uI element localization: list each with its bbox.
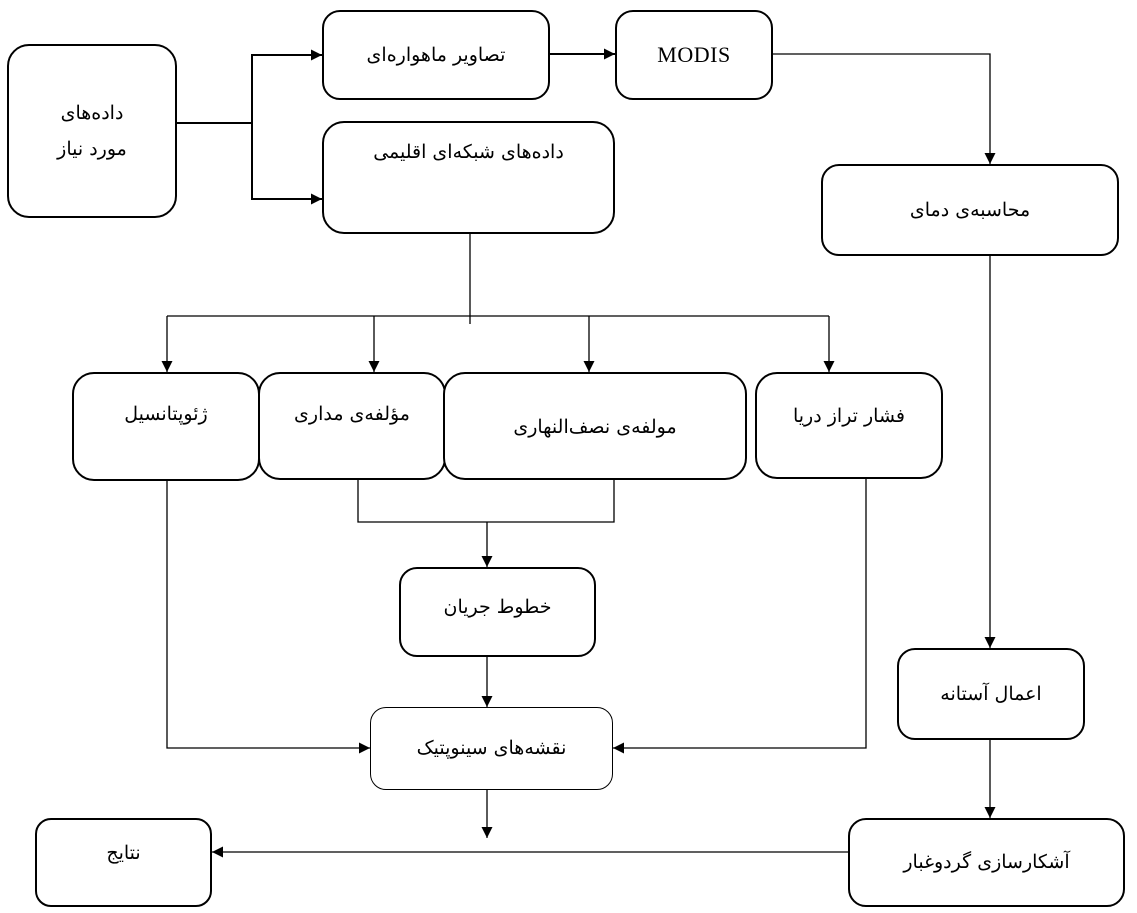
- arrow-to-temperature-calc: [773, 53, 996, 164]
- results-node: نتایج: [35, 818, 212, 907]
- modis-label: MODIS: [657, 42, 731, 68]
- climate-grid-data-node: داده‌های شبکه‌ای اقلیمی: [322, 121, 615, 234]
- meridional-component-label: مولفه‌ی نصف‌النهاری: [513, 415, 677, 438]
- synoptic-maps-node: نقشه‌های سینوپتیک: [370, 707, 613, 790]
- apply-threshold-label: اعمال آستانه: [940, 682, 1042, 705]
- synoptic-maps-label: نقشه‌های سینوپتیک: [416, 737, 567, 760]
- dust-detection-label: آشکارسازی گردوغبار: [903, 851, 1070, 874]
- geopotential-node: ژئوپتانسیل: [72, 372, 260, 481]
- meridional-component-node: مولفه‌ی نصف‌النهاری: [443, 372, 747, 480]
- arrow-geopotential-to-synoptic: [166, 481, 370, 754]
- apply-threshold-node: اعمال آستانه: [897, 648, 1085, 740]
- climate-grid-data-label: داده‌های شبکه‌ای اقلیمی: [373, 141, 564, 164]
- arrow-to-satellite-images: [177, 49, 322, 124]
- streamlines-label: خطوط جریان: [443, 595, 552, 618]
- streamlines-node: خطوط جریان: [399, 567, 596, 657]
- dust-detection-node: آشکارسازی گردوغبار: [848, 818, 1125, 907]
- arrow-to-climate-grid: [251, 123, 322, 205]
- temperature-calc-node: محاسبه‌ی دمای: [821, 164, 1119, 256]
- arrow-to-streamlines: [357, 480, 615, 567]
- sea-level-pressure-node: فشار تراز دریا: [755, 372, 943, 479]
- required-data-node: داده‌های مورد نیاز: [7, 44, 177, 218]
- geopotential-label: ژئوپتانسیل: [124, 403, 208, 426]
- sea-level-pressure-label: فشار تراز دریا: [792, 405, 905, 428]
- satellite-images-label: تصاویر ماهواره‌ای: [366, 43, 506, 66]
- required-data-line1: داده‌های: [60, 101, 124, 124]
- temperature-calc-label: محاسبه‌ی دمای: [909, 198, 1031, 221]
- modis-node: MODIS: [615, 10, 773, 100]
- satellite-images-node: تصاویر ماهواره‌ای: [322, 10, 550, 100]
- zonal-component-label: مؤلفه‌ی مداری: [294, 402, 410, 425]
- results-label: نتایج: [106, 842, 141, 865]
- arrow-pressure-to-synoptic: [613, 479, 867, 754]
- zonal-component-node: مؤلفه‌ی مداری: [258, 372, 446, 480]
- required-data-line2: مورد نیاز: [57, 138, 127, 160]
